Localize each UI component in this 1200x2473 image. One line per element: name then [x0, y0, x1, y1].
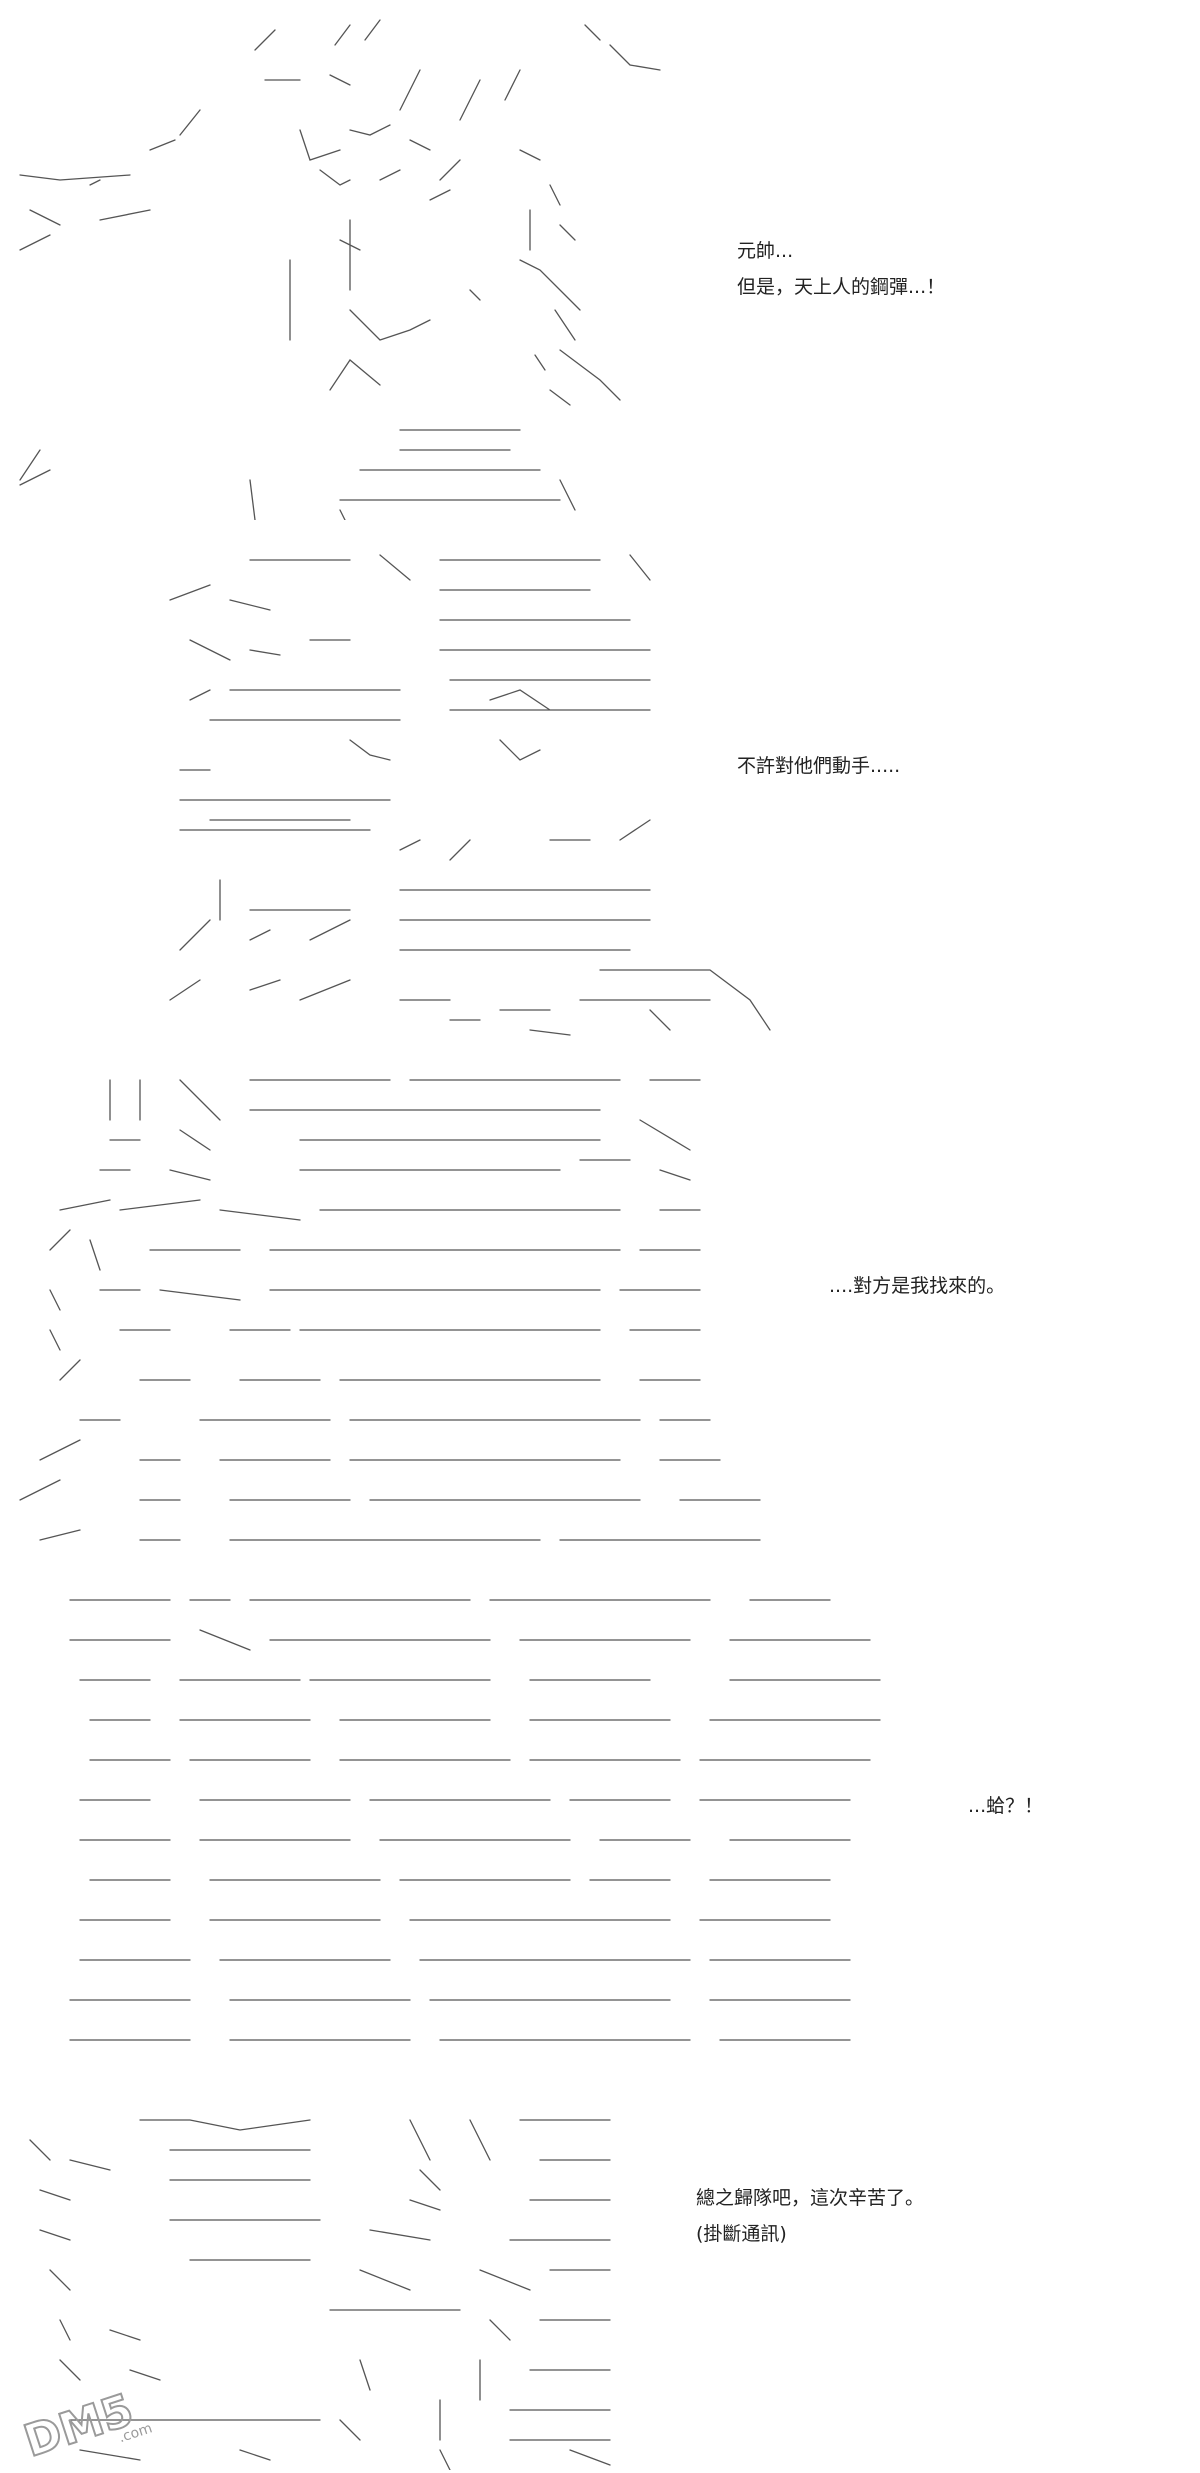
dialogue-line: ...蛤？！ — [968, 1795, 1044, 1817]
dialogue-line: (掛斷通訊) — [696, 2223, 787, 2245]
dialogue-line: 總之歸隊吧，這次辛苦了。 — [696, 2187, 925, 2209]
dialogue-line: 元帥... — [737, 240, 794, 262]
dialogue-box-2: 不許對他們動手..... — [737, 748, 900, 784]
panel-2: 不許對他們動手..... — [0, 530, 1200, 1050]
dialogue-line: 不許對他們動手..... — [737, 755, 901, 777]
ascii-art-character-3 — [0, 1060, 800, 1560]
ascii-art-character-4 — [50, 1580, 900, 2080]
panel-3: ....對方是我找來的。 — [0, 1050, 1200, 1570]
ascii-art-character-5 — [10, 2100, 650, 2470]
dialogue-line: 但是，天上人的鋼彈...！ — [737, 276, 946, 298]
ascii-art-character-2 — [150, 540, 780, 1040]
ascii-art-character-1 — [0, 10, 700, 520]
dialogue-box-3: ....對方是我找來的。 — [829, 1268, 1005, 1304]
dialogue-box-5: 總之歸隊吧，這次辛苦了。 (掛斷通訊) — [696, 2180, 924, 2252]
panel-4: ...蛤？！ — [0, 1570, 1200, 2090]
panel-1: 元帥... 但是，天上人的鋼彈...！ — [0, 0, 1200, 530]
dialogue-box-4: ...蛤？！ — [968, 1788, 1043, 1824]
dm5-watermark-logo: DM5 .com — [14, 2375, 164, 2469]
watermark-text: DM5 — [18, 2385, 139, 2465]
dialogue-line: ....對方是我找來的。 — [829, 1275, 1006, 1297]
panel-5: 總之歸隊吧，這次辛苦了。 (掛斷通訊) — [0, 2090, 1200, 2473]
dialogue-box-1: 元帥... 但是，天上人的鋼彈...！ — [737, 233, 945, 305]
